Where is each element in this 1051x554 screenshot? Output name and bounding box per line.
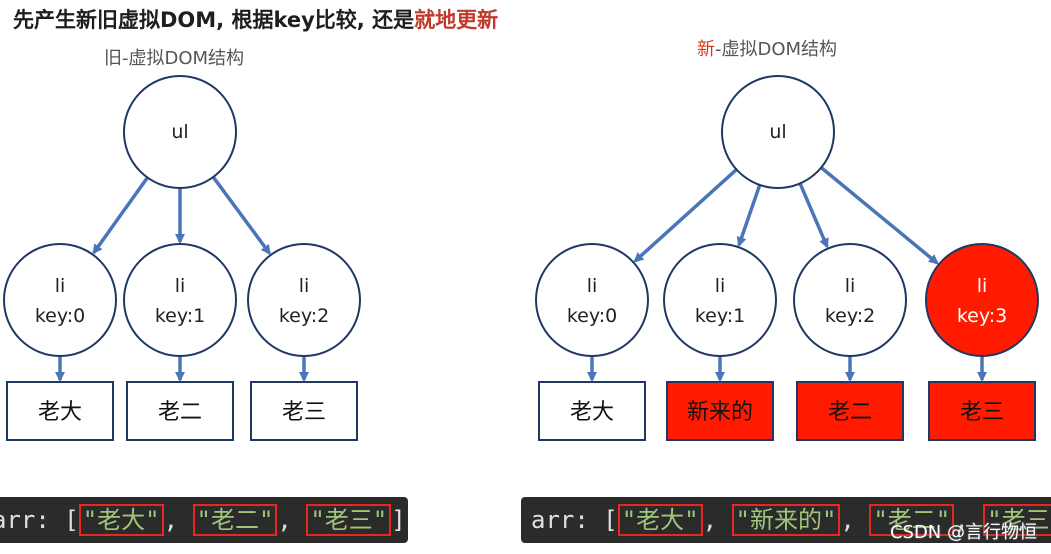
new-li-label-3: li [977, 275, 988, 297]
new-li-node-3 [925, 243, 1039, 357]
old-li-node-2 [247, 243, 361, 357]
new-code-separator: , [954, 506, 984, 534]
old-text-box-0 [6, 381, 114, 441]
new-root-label: ul [769, 121, 786, 143]
new-text-box-2 [796, 381, 904, 441]
old-tree-title: 旧-虚拟DOM结构 [104, 48, 245, 69]
new-li-node-1 [663, 243, 777, 357]
old-li-key-1: key:1 [155, 305, 205, 327]
old-code-prefix: arr: [ [0, 506, 79, 534]
old-li-label-0: li [55, 275, 66, 297]
new-li-key-0: key:0 [567, 305, 617, 327]
old-text-box-1 [126, 381, 234, 441]
old-edge-root-li-0 [92, 176, 149, 255]
new-root-node [721, 75, 835, 189]
new-code-string-2: "老二" [869, 504, 955, 536]
new-text-label-1: 新来的 [687, 400, 753, 425]
new-li-node-0 [535, 243, 649, 357]
old-edge-root-li-2 [211, 176, 271, 255]
new-code-string-1: "新来的" [731, 504, 841, 536]
new-li-key-1: key:1 [695, 305, 745, 327]
old-text-box-2 [250, 381, 358, 441]
new-text-label-3: 老三 [960, 400, 1004, 425]
new-code-string-0: "老大" [617, 504, 703, 536]
old-code-string-0: "老大" [78, 504, 164, 536]
old-code-string-2: "老三" [306, 504, 392, 536]
old-li-label-1: li [175, 275, 186, 297]
new-li-label-0: li [587, 275, 598, 297]
csdn-watermark: CSDN @言行物恒 [889, 522, 1037, 543]
new-code-prefix: arr: [ [531, 506, 618, 534]
new-tree-title: 新-虚拟DOM结构 [697, 35, 837, 61]
old-root-label: ul [171, 121, 188, 143]
old-code-separator: , [163, 506, 193, 534]
old-li-key-0: key:0 [35, 305, 85, 327]
new-code-separator: , [840, 506, 870, 534]
old-root-node [123, 75, 237, 189]
new-li-label-2: li [845, 275, 856, 297]
new-tree-title-mark: 新 [697, 39, 715, 60]
old-code-suffix: ] [391, 506, 406, 534]
new-tree-title-rest: -虚拟DOM结构 [715, 39, 838, 60]
page-heading: ：先产生新旧虚拟DOM, 根据key比较, 还是就地更新 [0, 4, 498, 34]
new-text-box-0 [538, 381, 646, 441]
new-text-box-1 [666, 381, 774, 441]
code-bar-new: arr: ["老大", "新来的", "老二", "老三"] [521, 497, 1051, 543]
old-code-separator: , [277, 506, 307, 534]
new-code-separator: , [702, 506, 732, 534]
new-text-label-2: 老二 [828, 400, 872, 425]
old-text-label-0: 老大 [38, 400, 82, 425]
old-code-string-1: "老二" [192, 504, 278, 536]
new-edge-root-li-0 [633, 168, 738, 263]
new-edge-root-li-2 [798, 182, 829, 249]
old-li-label-2: li [299, 275, 310, 297]
old-text-label-2: 老三 [282, 400, 326, 425]
new-li-node-2 [793, 243, 907, 357]
new-edge-root-li-3 [820, 166, 939, 265]
old-text-label-1: 老二 [158, 400, 202, 425]
new-code-string-3: "老三" [983, 504, 1051, 536]
new-li-key-2: key:2 [825, 305, 875, 327]
heading-text: ：先产生新旧虚拟DOM, 根据key比较, 还是 [0, 8, 415, 32]
code-bar-old: arr: ["老大", "老二", "老三"] [0, 497, 408, 543]
old-li-key-2: key:2 [279, 305, 329, 327]
new-edge-root-li-1 [736, 184, 762, 248]
heading-highlight: 就地更新 [414, 8, 499, 32]
old-li-node-1 [123, 243, 237, 357]
new-text-label-0: 老大 [570, 400, 614, 425]
new-li-label-1: li [715, 275, 726, 297]
new-li-key-3: key:3 [957, 305, 1007, 327]
old-li-node-0 [3, 243, 117, 357]
new-text-box-3 [928, 381, 1036, 441]
